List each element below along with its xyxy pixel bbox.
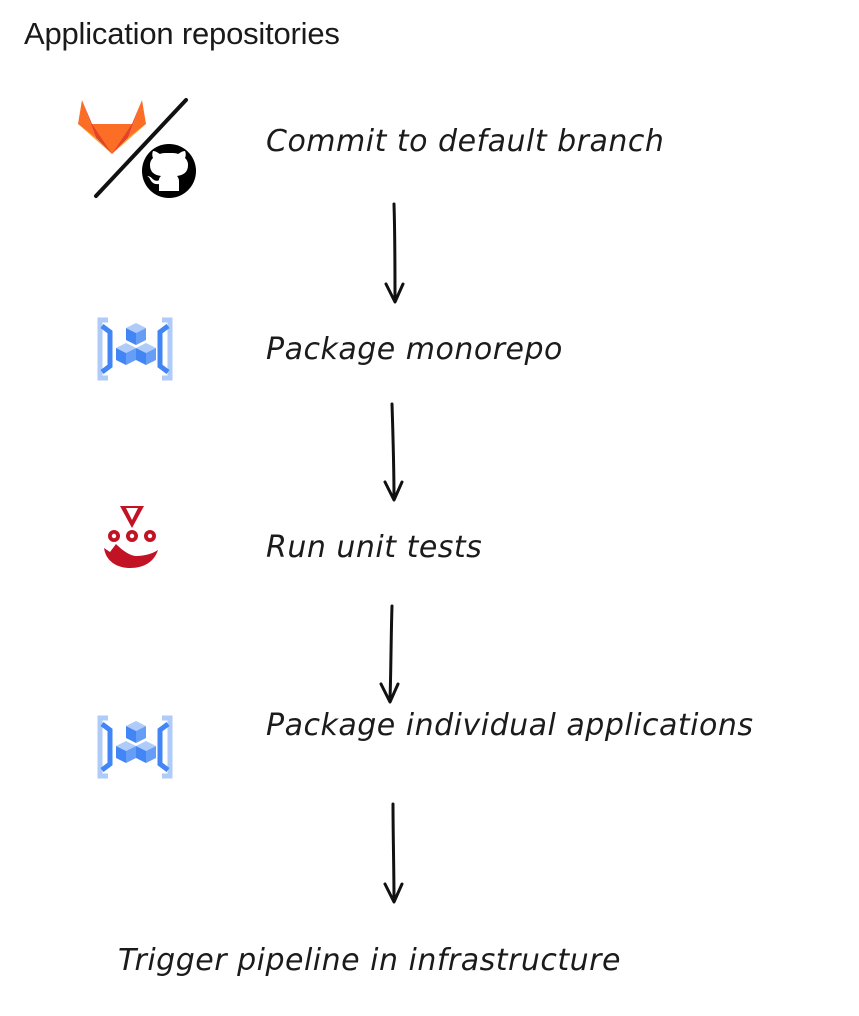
- jest-icon: [104, 506, 158, 568]
- arrow-down: [384, 202, 405, 304]
- step-label-package-monorepo: Package monorepo: [266, 332, 563, 367]
- github-icon: [142, 144, 196, 198]
- step-label-package-individual-applications: Package individual applications: [266, 708, 754, 743]
- arrow-down: [379, 604, 400, 704]
- step-label-trigger-pipeline: Trigger pipeline in infrastructure: [118, 943, 621, 978]
- arrow-down: [383, 402, 404, 502]
- arrow-down: [383, 802, 404, 904]
- gitlab-github-icon: [78, 98, 196, 198]
- cloud-build-icon: [97, 317, 173, 381]
- diagram-title: Application repositories: [24, 16, 340, 51]
- cloud-build-icon: [97, 715, 173, 779]
- gitlab-icon: [78, 100, 146, 154]
- step-label-commit: Commit to default branch: [266, 124, 665, 159]
- step-label-run-unit-tests: Run unit tests: [266, 530, 483, 565]
